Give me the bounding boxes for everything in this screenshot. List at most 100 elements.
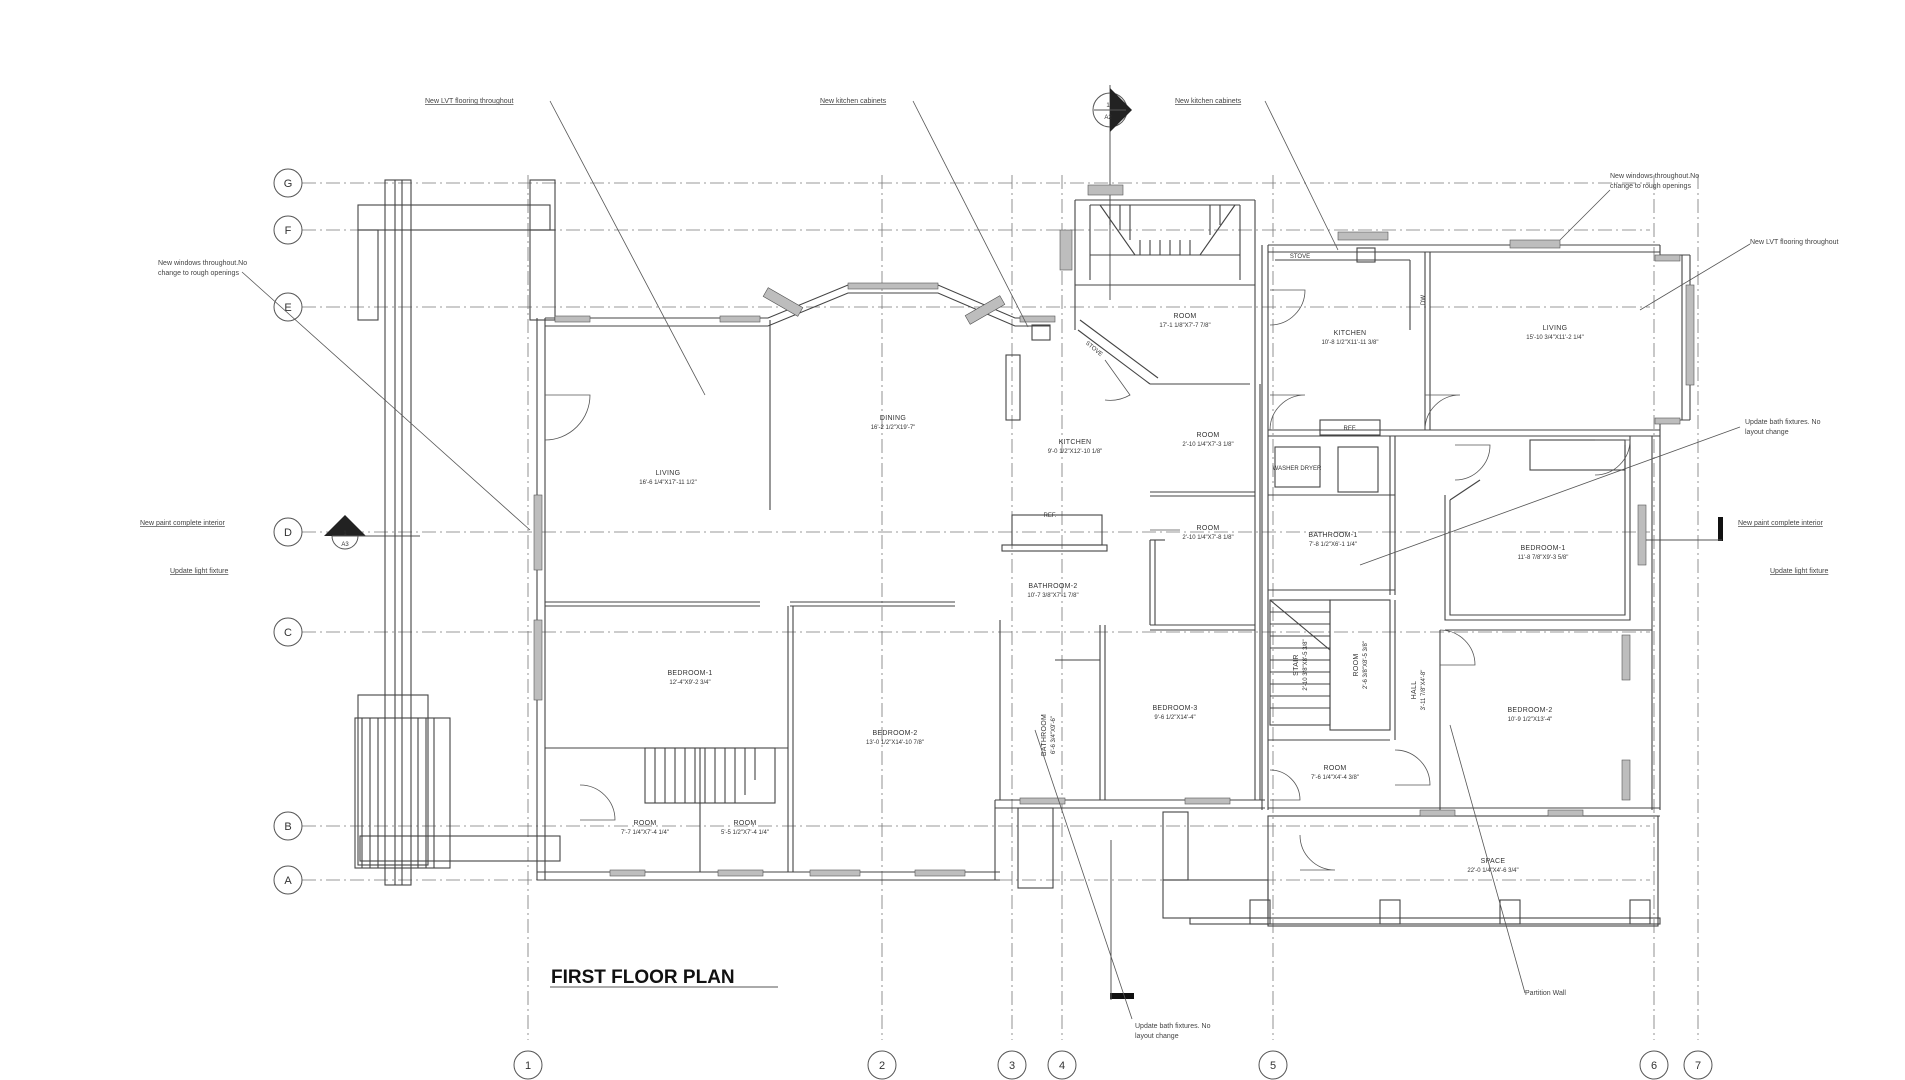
right-unit-walls: [1017, 244, 1691, 927]
svg-text:E: E: [284, 302, 291, 314]
room-label-living-right: LIVING 15'-10 3/4"X11'-2 1/4": [1526, 325, 1583, 341]
svg-text:16'-2 1/2"X19'-7": 16'-2 1/2"X19'-7": [871, 425, 916, 431]
svg-text:16'-6 1/4"X17'-11 1/2": 16'-6 1/4"X17'-11 1/2": [639, 480, 696, 486]
room-label-bedroom-2-left: BEDROOM-2 13'-0 1/2"X14'-10 7/8": [866, 730, 924, 746]
note-bath-fixtures-bottom-1: Update bath fixtures. No: [1135, 1023, 1211, 1030]
svg-text:12'-4"X9'-2 3/4": 12'-4"X9'-2 3/4": [669, 680, 710, 686]
room-label-dining: DINING 16'-2 1/2"X19'-7": [871, 415, 916, 431]
room-label-bedroom-2-right: BEDROOM-210'-9 1/2"X13'-4": [1507, 707, 1552, 723]
left-unit-walls: [536, 199, 1265, 881]
svg-text:A: A: [284, 875, 292, 887]
svg-text:WASHER DRYER: WASHER DRYER: [1273, 466, 1322, 472]
svg-text:ROOM: ROOM: [734, 820, 757, 827]
svg-text:BEDROOM-1: BEDROOM-1: [667, 670, 712, 677]
svg-text:ROOM: ROOM: [1353, 654, 1360, 677]
svg-text:D: D: [284, 527, 292, 539]
grid-bubble-col-6: 6: [1639, 1050, 1669, 1080]
svg-text:13'-0 1/2"X14'-10 7/8": 13'-0 1/2"X14'-10 7/8": [866, 740, 924, 746]
svg-text:F: F: [285, 225, 292, 237]
svg-text:9'-0 1/2"X12'-10 1/8": 9'-0 1/2"X12'-10 1/8": [1048, 449, 1103, 455]
svg-text:A3: A3: [341, 542, 349, 548]
svg-text:7: 7: [1695, 1060, 1701, 1072]
grid-bubble-col-1: 1: [513, 1050, 543, 1080]
grid-bubble-col-3: 3: [997, 1050, 1027, 1080]
svg-text:LIVING: LIVING: [1543, 325, 1568, 332]
room-label-room-4: ROOM 5'-5 1/2"X7'-4 1/4": [721, 820, 769, 836]
svg-text:REF.: REF.: [1343, 426, 1356, 432]
svg-text:1: 1: [343, 531, 347, 537]
svg-text:ROOM: ROOM: [1174, 313, 1197, 320]
svg-text:7'-7 1/4"X7'-4 1/4": 7'-7 1/4"X7'-4 1/4": [621, 830, 669, 836]
annotation-leaders: [241, 100, 1751, 1020]
svg-text:ROOM: ROOM: [1197, 525, 1220, 532]
section-marker-right: [1640, 517, 1723, 541]
svg-text:HALL: HALL: [1411, 681, 1418, 700]
svg-text:FIRST FLOOR PLAN: FIRST FLOOR PLAN: [551, 967, 735, 988]
svg-text:2: 2: [879, 1060, 885, 1072]
svg-text:A2: A2: [1104, 115, 1112, 121]
svg-text:DINING: DINING: [880, 415, 906, 422]
room-label-kitchen-right: KITCHEN 10'-8 1/2"X11'-11 3/8": [1321, 330, 1378, 346]
note-partition-wall: Partition Wall: [1525, 990, 1566, 997]
svg-text:ROOM: ROOM: [1197, 432, 1220, 439]
left-interior-stair: [644, 747, 776, 804]
grid-row-bubbles: G F E D C B A: [273, 168, 303, 895]
grid-bubble-row-g: G: [273, 168, 303, 198]
room-label-bedroom-1-left: BEDROOM-1 12'-4"X9'-2 3/4": [667, 670, 712, 686]
room-label-bathroom-1: BATHROOM-17'-8 1/2"X6'-1 1/4": [1308, 532, 1357, 548]
room-label-kitchen-left: KITCHEN 9'-0 1/2"X12'-10 1/8": [1048, 439, 1103, 455]
note-kitchen-cabinets-1: New kitchen cabinets: [820, 98, 887, 105]
grid-bubble-row-b: B: [273, 811, 303, 841]
svg-text:3'-11 7/8"X4'-8": 3'-11 7/8"X4'-8": [1421, 670, 1427, 711]
note-light-right: Update light fixture: [1770, 568, 1828, 575]
note-bath-fixtures-bottom-2: layout change: [1135, 1033, 1179, 1040]
room-label-bedroom-1-right: BEDROOM-111'-8 7/8"X9'-3 5/8": [1518, 545, 1569, 561]
svg-text:10'-8 1/2"X11'-11 3/8": 10'-8 1/2"X11'-11 3/8": [1321, 340, 1378, 346]
svg-text:BATHROOM-1: BATHROOM-1: [1308, 532, 1357, 539]
svg-text:17'-1 1/8"X7'-7 7/8": 17'-1 1/8"X7'-7 7/8": [1159, 323, 1210, 329]
svg-text:KITCHEN: KITCHEN: [1059, 439, 1092, 446]
svg-text:STOVE: STOVE: [1290, 254, 1310, 260]
grid-bubble-col-2: 2: [867, 1050, 897, 1080]
svg-text:22'-0 1/4"X4'-6 3/4": 22'-0 1/4"X4'-6 3/4": [1467, 868, 1518, 874]
svg-text:KITCHEN: KITCHEN: [1334, 330, 1367, 337]
svg-text:2'-10 1/4"X7'-3 1/8": 2'-10 1/4"X7'-3 1/8": [1182, 442, 1233, 448]
section-marker-left: 1 A3: [324, 515, 420, 550]
svg-text:6: 6: [1651, 1060, 1657, 1072]
svg-text:REF.: REF.: [1043, 513, 1056, 519]
svg-text:7'-6 1/4"X4'-4 3/8": 7'-6 1/4"X4'-4 3/8": [1311, 775, 1359, 781]
grid-bubble-col-7: 7: [1683, 1050, 1713, 1080]
grid-bubble-row-f: F: [273, 215, 303, 245]
svg-text:BATHROOM: BATHROOM: [1041, 714, 1048, 756]
annotation-notes: New LVT flooring throughout New kitchen …: [140, 98, 1839, 1040]
note-windows-right-1: New windows throughout.No: [1610, 173, 1699, 180]
svg-text:9'-6 1/2"X14'-4": 9'-6 1/2"X14'-4": [1154, 715, 1195, 721]
doors: [544, 289, 1631, 871]
note-lvt-flooring: New LVT flooring throughout: [425, 98, 514, 105]
note-bath-fixtures-right-1: Update bath fixtures. No: [1745, 419, 1821, 426]
svg-text:6'-6 3/4"X9'-6": 6'-6 3/4"X9'-6": [1051, 716, 1057, 754]
svg-text:BEDROOM-2: BEDROOM-2: [1507, 707, 1552, 714]
note-kitchen-cabinets-2: New kitchen cabinets: [1175, 98, 1242, 105]
note-bath-fixtures-right-2: layout change: [1745, 429, 1789, 436]
svg-text:BEDROOM-2: BEDROOM-2: [872, 730, 917, 737]
svg-text:STOVE: STOVE: [1084, 340, 1103, 358]
grid-bubble-row-e: E: [273, 292, 303, 322]
svg-text:4: 4: [1059, 1060, 1065, 1072]
note-windows-right-2: change to rough openings: [1610, 183, 1691, 190]
svg-text:5'-5 1/2"X7'-4 1/4": 5'-5 1/2"X7'-4 1/4": [721, 830, 769, 836]
svg-text:5: 5: [1270, 1060, 1276, 1072]
svg-text:15'-10 3/4"X11'-2 1/4": 15'-10 3/4"X11'-2 1/4": [1526, 335, 1583, 341]
windows: [533, 184, 1695, 877]
room-label-bedroom-3: BEDROOM-39'-6 1/2"X14'-4": [1152, 705, 1197, 721]
